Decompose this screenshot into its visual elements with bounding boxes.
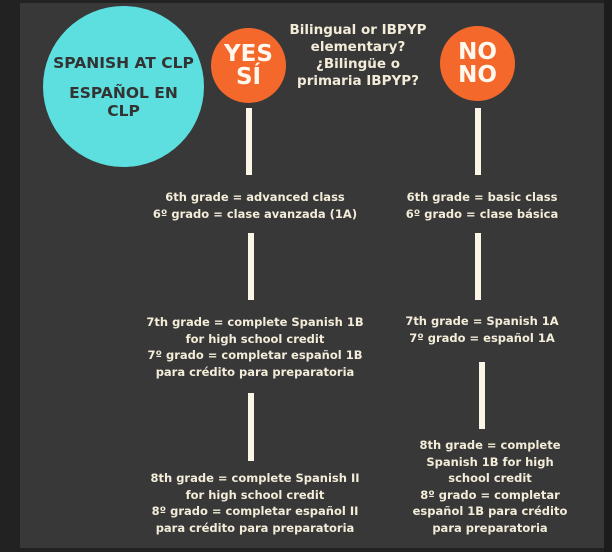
no-step-8th-grade: 8th grade = complete Spanish 1B for high…: [412, 438, 568, 535]
no-label: NO: [458, 38, 497, 65]
yes-step-7th-grade: 7th grade = complete Spanish 1B for high…: [146, 315, 364, 379]
background-edge: [604, 0, 612, 552]
no-label-es: NO: [458, 61, 497, 88]
no-step-7th-grade: 7th grade = Spanish 1A 7º grado = españo…: [405, 314, 559, 345]
no-badge: NO NO: [440, 26, 515, 101]
no-step-6th-grade: 6th grade = basic class 6º grado = clase…: [405, 190, 559, 221]
no-connector-3: [479, 362, 485, 429]
title-english: SPANISH AT CLP: [53, 53, 194, 72]
title-spanish-line2: CLP: [107, 101, 140, 120]
si-label: SÍ: [235, 63, 262, 90]
no-connector-2: [475, 233, 481, 300]
yes-badge: YES SÍ: [211, 28, 286, 103]
no-connector-1: [475, 108, 481, 175]
yes-step-6th-grade: 6th grade = advanced class 6º grado = cl…: [152, 190, 358, 221]
title-circle: SPANISH AT CLP ESPAÑOL EN CLP: [43, 6, 204, 167]
yes-connector-2: [248, 233, 254, 300]
title-spanish-line1: ESPAÑOL EN: [69, 83, 178, 102]
question-text: Bilingual or IBPYP elementary? ¿Bilingüe…: [289, 22, 427, 89]
yes-label: YES: [224, 40, 273, 67]
yes-connector-3: [248, 393, 254, 461]
yes-step-8th-grade: 8th grade = complete Spanish II for high…: [150, 471, 360, 535]
yes-connector-1: [246, 108, 252, 175]
